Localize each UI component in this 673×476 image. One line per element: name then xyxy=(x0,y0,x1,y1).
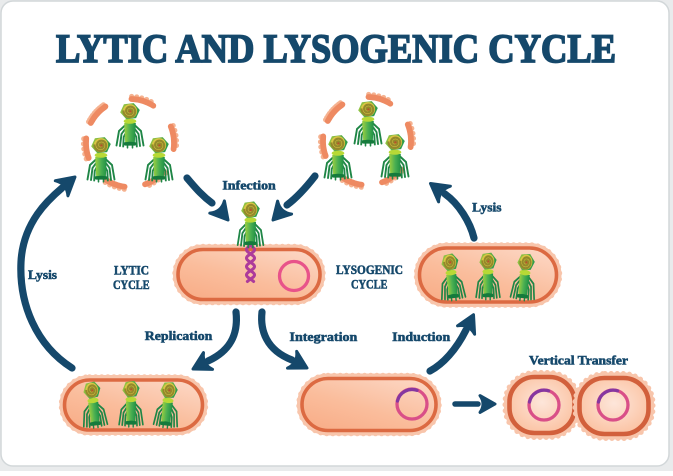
svg-text:Lysis: Lysis xyxy=(28,268,57,282)
svg-text:Replication: Replication xyxy=(145,329,213,343)
svg-text:Lysis: Lysis xyxy=(472,200,501,214)
svg-text:LYTIC: LYTIC xyxy=(114,263,149,277)
svg-text:Integration: Integration xyxy=(290,330,358,344)
svg-text:Infection: Infection xyxy=(222,178,275,192)
svg-text:CYCLE: CYCLE xyxy=(113,278,150,292)
svg-text:LYSOGENIC: LYSOGENIC xyxy=(336,263,403,277)
svg-text:CYCLE: CYCLE xyxy=(351,277,388,291)
svg-text:LYTIC AND LYSOGENIC CYCLE: LYTIC AND LYSOGENIC CYCLE xyxy=(56,26,616,71)
svg-text:Induction: Induction xyxy=(392,330,450,344)
svg-text:Vertical Transfer: Vertical Transfer xyxy=(529,354,628,368)
